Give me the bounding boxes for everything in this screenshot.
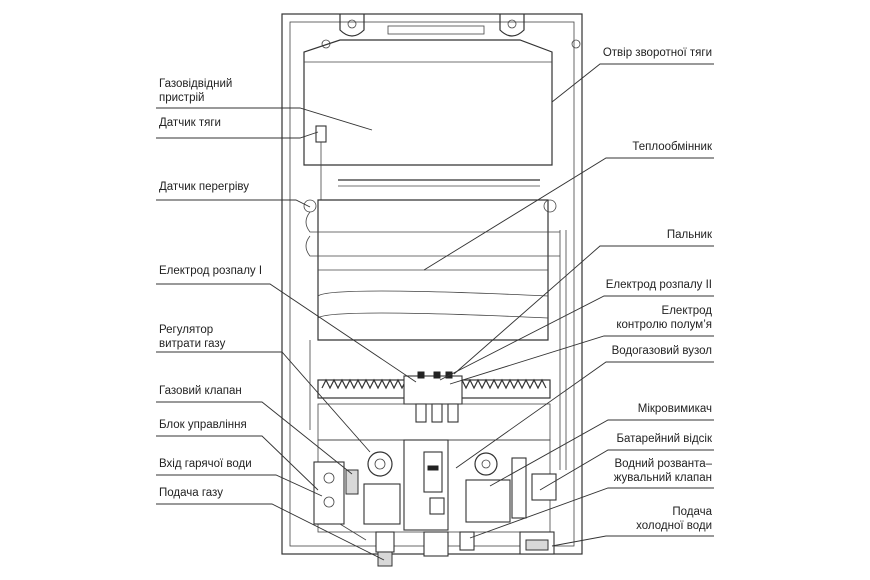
exhaust-hood (303, 39, 553, 200)
leader-lines-left (156, 107, 417, 561)
label-reverse-draft-hole: Отвір зворотної тяги (602, 47, 712, 59)
label-ignition-electrode-2: Електрод розпалу II (605, 279, 712, 291)
label-hot-water-outlet: Вхід гарячої води (159, 458, 252, 470)
label-gas-valve: Газовий клапан (159, 385, 242, 397)
label-microswitch: Мікровимикач (637, 403, 712, 415)
label-heat-exchanger: Теплообмінник (632, 141, 712, 153)
heat-exchanger-body (303, 199, 567, 470)
burner-assembly (317, 371, 551, 441)
leader-lines-right (423, 63, 714, 547)
label-burner: Пальник (666, 229, 712, 241)
label-gas-supply: Подача газу (159, 487, 223, 499)
label-overheat-sensor: Датчик перегріву (159, 181, 250, 193)
label-gas-flow-regulator: Регулятор витрати газу (159, 324, 226, 350)
label-cold-water-supply: Подача холодної води (636, 506, 712, 532)
label-control-unit: Блок управління (159, 419, 247, 431)
control-region (313, 439, 557, 567)
label-gas-exhaust: Газовідвідний пристрій (159, 78, 233, 104)
label-battery-compartment: Батарейний відсік (616, 433, 712, 445)
label-water-gas-unit: Водогазовий вузол (611, 345, 712, 357)
label-water-relief-valve: Водний розванта– жувальний клапан (613, 458, 712, 484)
label-draft-sensor: Датчик тяги (159, 117, 221, 129)
label-flame-control-electrode: Електрод контролю полум’я (616, 305, 712, 331)
label-ignition-electrode-1: Електрод розпалу I (159, 265, 263, 277)
